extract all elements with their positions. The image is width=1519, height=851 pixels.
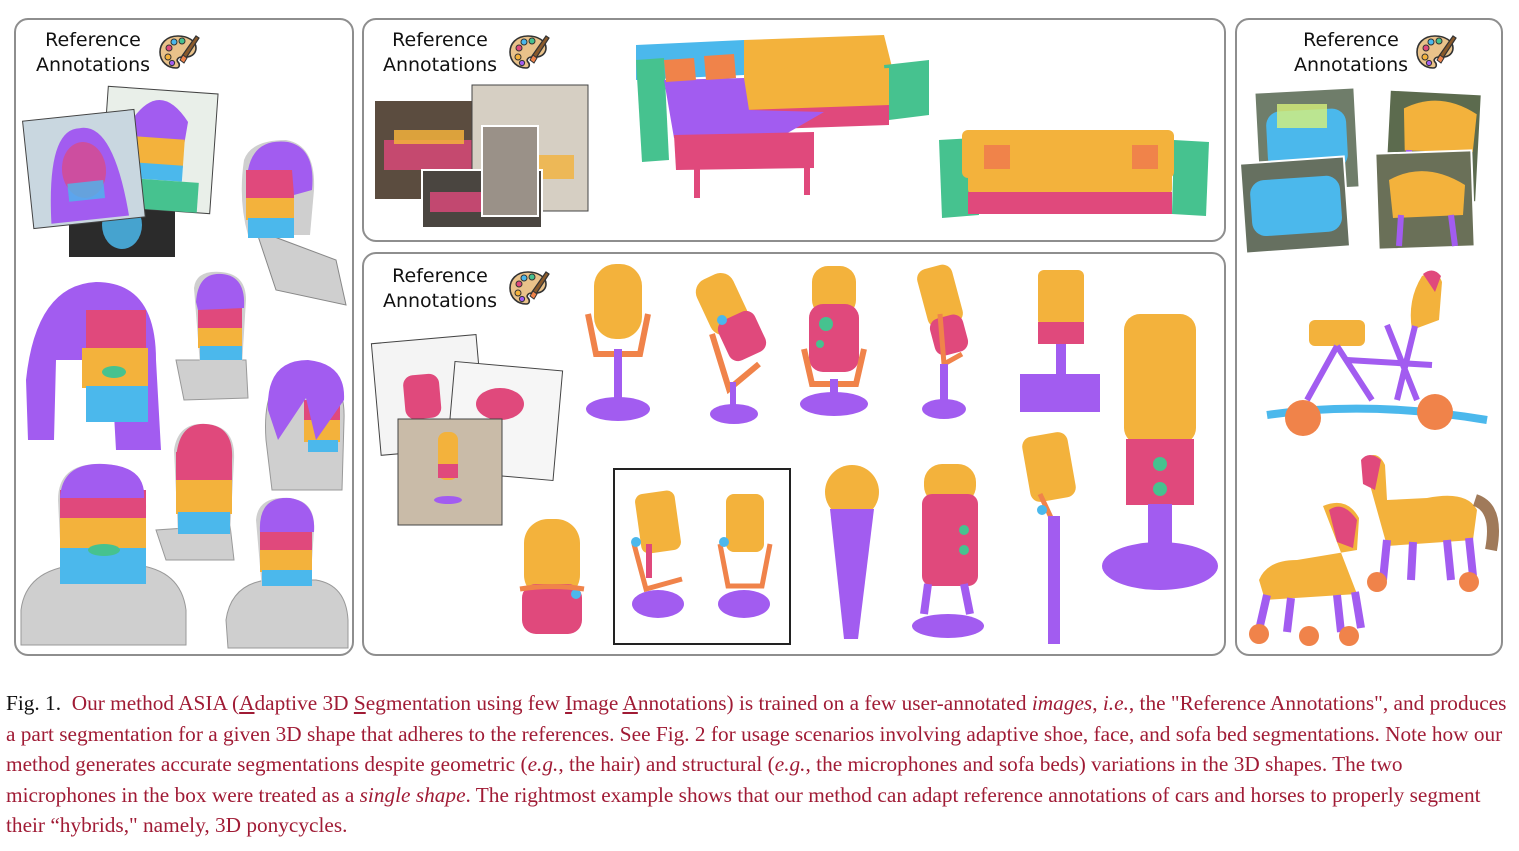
caption-text: Our method ASIA (Adaptive 3D Segmentatio… bbox=[6, 691, 1506, 837]
caption-run: A bbox=[239, 691, 255, 715]
microphone-shape-3 bbox=[800, 266, 868, 416]
sofas-panel: Reference Annotations bbox=[362, 18, 1226, 242]
microphone-shape-8 bbox=[825, 465, 879, 639]
caption-run: I bbox=[565, 691, 573, 715]
ponycycles-illustration bbox=[1238, 86, 1499, 646]
ponycycle-shape-3 bbox=[1249, 502, 1365, 646]
microphone-shape-5 bbox=[1020, 270, 1100, 412]
head-shape-6 bbox=[20, 463, 187, 646]
caption-run: single shape bbox=[359, 782, 466, 807]
caption-run: S bbox=[353, 691, 366, 715]
head-shape-2 bbox=[26, 282, 161, 450]
head-shape-4 bbox=[265, 360, 345, 491]
caption-run: egmentation using few bbox=[365, 691, 566, 715]
reference-annotations-label: Reference Annotations bbox=[1293, 29, 1409, 76]
caption-run: i.e. bbox=[1102, 691, 1129, 715]
microphone-shape-2 bbox=[695, 272, 767, 424]
reference-photo-stack bbox=[370, 334, 564, 526]
microphone-shape-6 bbox=[1102, 314, 1218, 590]
microphone-shape-4 bbox=[917, 264, 969, 419]
caption-run: Our method ASIA ( bbox=[71, 691, 240, 715]
caption-run: , the hair) and structural ( bbox=[558, 752, 775, 776]
head-shape-3 bbox=[175, 271, 249, 401]
caption-run: e.g. bbox=[527, 752, 559, 776]
caption-run: , the "Reference Annotations", and produ… bbox=[6, 691, 1507, 776]
caption-run: mage bbox=[572, 691, 623, 715]
head-shape-1 bbox=[241, 140, 347, 306]
sectional-sofa-shape bbox=[636, 35, 929, 198]
single-shape-box bbox=[613, 468, 791, 645]
caption-run: images bbox=[1031, 691, 1093, 715]
ponycycles-panel: Reference Annotations bbox=[1235, 18, 1503, 656]
head-shape-7 bbox=[225, 497, 349, 649]
faces-illustration bbox=[20, 85, 349, 649]
straight-sofa-shape bbox=[939, 130, 1209, 218]
caption-run: daptive 3D bbox=[254, 691, 354, 715]
reference-photo-stack bbox=[1238, 86, 1483, 255]
microphones-panel: Reference Annotations bbox=[362, 252, 1226, 656]
faces-panel: Reference Annotations bbox=[14, 18, 354, 656]
head-shape-5 bbox=[155, 423, 235, 561]
microphone-shape-1 bbox=[585, 264, 651, 421]
caption-run: e.g. bbox=[774, 752, 806, 776]
reference-photo-stack bbox=[22, 85, 219, 259]
ponycycle-shape-1 bbox=[1266, 270, 1488, 436]
ponycycle-shape-2 bbox=[1361, 455, 1499, 592]
figure-caption: Fig. 1. Our method ASIA (Adaptive 3D Seg… bbox=[6, 688, 1514, 841]
figure-number: Fig. 1. bbox=[6, 691, 62, 715]
microphone-shape-10 bbox=[1022, 432, 1076, 644]
microphone-shape-7 bbox=[519, 519, 585, 634]
reference-annotations-label: Reference Annotations bbox=[35, 29, 151, 76]
caption-run: , bbox=[1092, 691, 1103, 715]
microphone-shape-9 bbox=[912, 464, 984, 638]
microphone-pair-shape bbox=[631, 490, 773, 618]
sofas-illustration bbox=[373, 35, 1209, 229]
reference-annotations-label: Reference Annotations bbox=[382, 265, 498, 312]
caption-run: , the microphones and sofa beds) variati… bbox=[6, 752, 1403, 807]
reference-photo-stack bbox=[373, 84, 589, 229]
microphones-illustration bbox=[370, 264, 1218, 645]
reference-annotations-label: Reference Annotations bbox=[382, 29, 498, 76]
caption-run: . The rightmost example shows that our m… bbox=[6, 782, 1481, 838]
caption-run: A bbox=[622, 691, 638, 715]
caption-run: nnotations) is trained on a few user-ann… bbox=[637, 691, 1032, 715]
